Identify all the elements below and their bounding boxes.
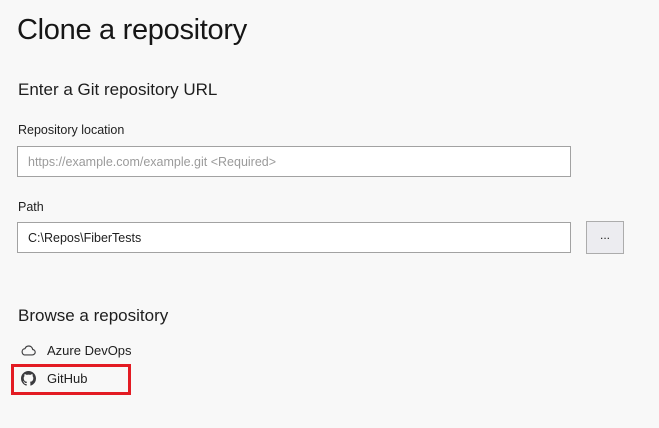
- provider-item-label: GitHub: [47, 370, 88, 386]
- repository-location-input[interactable]: [17, 146, 571, 177]
- url-section-heading: Enter a Git repository URL: [18, 80, 218, 99]
- repository-location-label: Repository location: [18, 123, 125, 137]
- browse-section-heading: Browse a repository: [18, 306, 169, 325]
- provider-item-azure-devops[interactable]: Azure DevOps: [20, 340, 132, 360]
- provider-item-github[interactable]: GitHub: [20, 368, 87, 388]
- cloud-icon: [20, 342, 37, 359]
- path-label: Path: [18, 200, 44, 214]
- page-title: Clone a repository: [17, 14, 247, 46]
- browse-path-button-label: ...: [599, 227, 610, 242]
- browse-path-button[interactable]: ...: [586, 221, 624, 254]
- provider-item-label: Azure DevOps: [47, 342, 132, 358]
- github-icon: [20, 370, 37, 387]
- path-input[interactable]: [17, 222, 571, 253]
